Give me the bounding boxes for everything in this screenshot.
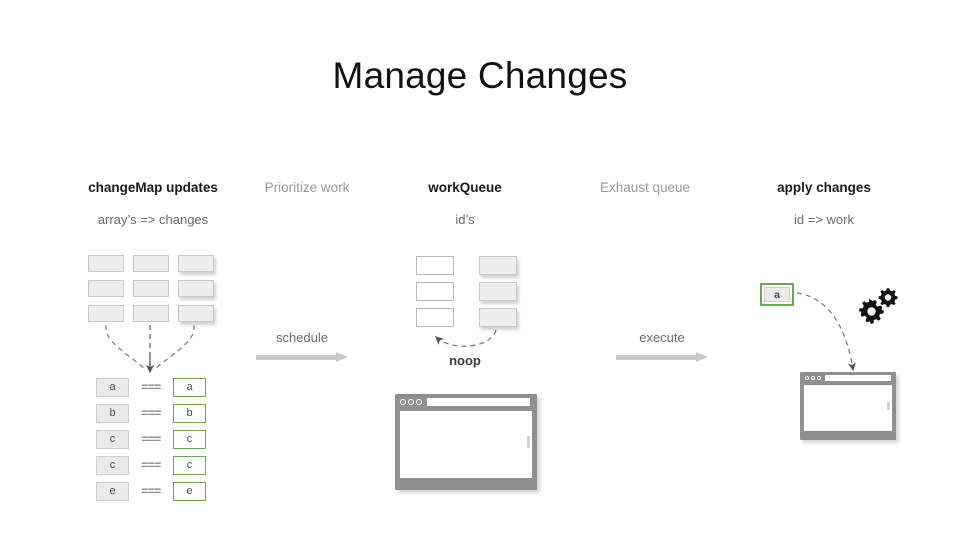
connector-changemap-col3 — [153, 324, 195, 371]
queue-box-empty — [416, 308, 454, 327]
arrow-head — [336, 352, 348, 362]
column-header-prioritize: Prioritize work — [207, 180, 407, 212]
column-header-apply: apply changes id => work — [724, 180, 924, 227]
equality-right-value: c — [173, 429, 206, 449]
page-title: Manage Changes — [332, 55, 628, 96]
browser-window-queue[interactable] — [395, 394, 537, 490]
gears-icon — [857, 286, 899, 326]
column-title-changemap: changeMap updates — [88, 180, 218, 195]
equality-operator: === — [141, 484, 161, 498]
arrow-head — [696, 352, 708, 362]
close-icon[interactable] — [400, 398, 406, 405]
window-controls[interactable] — [400, 398, 422, 405]
browser-window-apply[interactable] — [800, 372, 896, 440]
equality-left-value: c — [96, 429, 129, 449]
connector-apply-token-to-window — [796, 292, 856, 372]
arrow-shaft — [616, 355, 696, 360]
array-box — [178, 305, 214, 322]
connector-changemap-col1 — [105, 324, 147, 371]
browser-viewport — [804, 385, 892, 431]
equality-left-value: e — [96, 481, 129, 501]
equality-right-value: c — [173, 455, 206, 475]
equality-right-value: a — [173, 377, 206, 397]
column-header-exhaust: Exhaust queue — [545, 180, 745, 212]
maximize-icon[interactable] — [817, 376, 821, 380]
list-item: e === e — [96, 478, 206, 504]
maximize-icon[interactable] — [416, 398, 422, 405]
column-title-apply: apply changes — [777, 180, 871, 195]
equality-operator: === — [141, 458, 161, 472]
minimize-icon[interactable] — [811, 376, 815, 380]
equality-operator: === — [141, 406, 161, 420]
queue-box-filled — [479, 282, 517, 301]
column-subtitle-workqueue: id’s — [455, 212, 475, 227]
array-box — [133, 255, 169, 272]
column-subtitle-apply: id => work — [794, 212, 854, 227]
column-header-workqueue: workQueue id’s — [365, 180, 565, 227]
array-box — [178, 255, 214, 272]
flow-label-execute: execute — [639, 330, 685, 345]
window-controls[interactable] — [805, 376, 821, 380]
array-box — [178, 280, 214, 297]
browser-chrome-bar — [395, 394, 537, 409]
apply-token-label: a — [764, 287, 790, 302]
queue-box-empty — [416, 282, 454, 301]
column-header-changemap: changeMap updates array’s => changes — [53, 180, 253, 227]
address-bar[interactable] — [825, 375, 891, 381]
array-box — [133, 280, 169, 297]
scrollbar-thumb[interactable] — [527, 436, 530, 448]
array-box — [133, 305, 169, 322]
flow-label-schedule: schedule — [275, 330, 329, 345]
minimize-icon[interactable] — [408, 398, 414, 405]
list-item: a === a — [96, 374, 206, 400]
array-box — [88, 255, 124, 272]
scrollbar-thumb[interactable] — [887, 402, 890, 411]
column-title-workqueue: workQueue — [428, 180, 502, 195]
list-item: b === b — [96, 400, 206, 426]
browser-chrome-bar — [800, 372, 896, 384]
flow-arrow-execute — [616, 352, 708, 362]
address-bar[interactable] — [427, 397, 530, 406]
browser-viewport — [400, 411, 532, 478]
equality-left-value: c — [96, 455, 129, 475]
column-title-prioritize: Prioritize work — [264, 180, 350, 195]
queue-box-filled — [479, 308, 517, 327]
noop-label: noop — [449, 353, 481, 368]
array-box — [88, 305, 124, 322]
column-subtitle-changemap: array’s => changes — [97, 212, 209, 227]
equality-left-value: a — [96, 377, 129, 397]
close-icon[interactable] — [805, 376, 809, 380]
queue-box-empty — [416, 256, 454, 275]
equality-operator: === — [141, 432, 161, 446]
changemap-equality-list: a === a b === b c === c c === c e === e — [96, 374, 206, 504]
equality-operator: === — [141, 380, 161, 394]
arrow-shaft — [256, 355, 336, 360]
equality-right-value: e — [173, 481, 206, 501]
array-box — [88, 280, 124, 297]
list-item: c === c — [96, 452, 206, 478]
equality-left-value: b — [96, 403, 129, 423]
equality-right-value: b — [173, 403, 206, 423]
connector-noop-loop — [435, 329, 497, 347]
list-item: c === c — [96, 426, 206, 452]
apply-token-box: a — [760, 283, 794, 306]
queue-box-filled — [479, 256, 517, 275]
column-title-exhaust: Exhaust queue — [599, 180, 691, 195]
changemap-array-grid — [88, 255, 218, 325]
flow-arrow-schedule — [256, 352, 348, 362]
